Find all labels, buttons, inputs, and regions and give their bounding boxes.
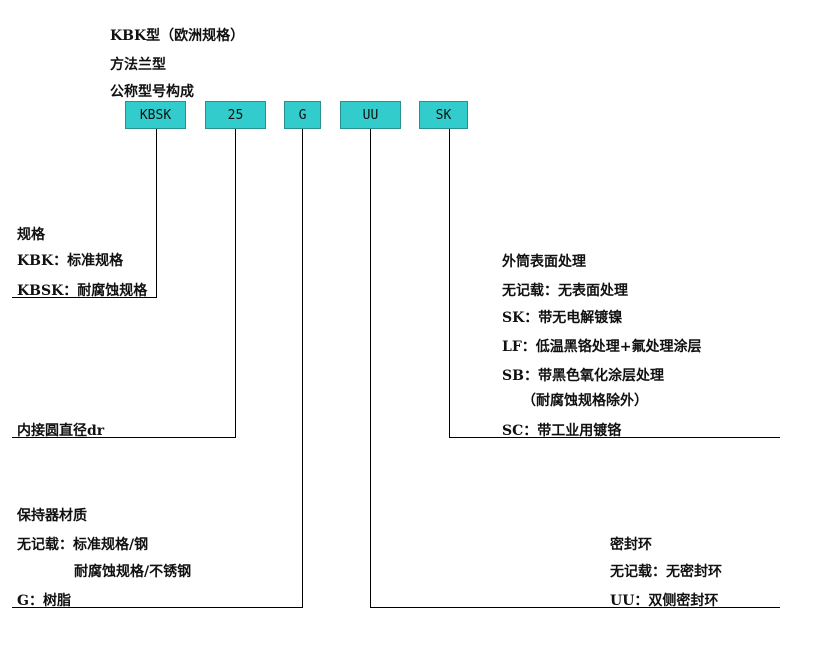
flange-type-label: 方法兰型 [110, 57, 166, 73]
surface-none: 无记载：无表面处理 [502, 283, 628, 299]
surface-sc: SC：带工业用镀铬 [502, 423, 622, 439]
code-box-kbsk: KBSK [125, 101, 186, 129]
code-box-25: 25 [205, 101, 266, 129]
code-box-sk: SK [419, 101, 468, 129]
code-box-g: G [284, 101, 321, 129]
spec-title: 规格 [17, 227, 45, 243]
seal-title: 密封环 [610, 537, 652, 553]
leader-line-diameter [12, 129, 236, 438]
spec-kbk: KBK：标准规格 [17, 253, 124, 269]
leader-line-seal [370, 129, 780, 608]
surface-sk: SK：带无电解镀镍 [502, 310, 623, 326]
leader-line-surface [449, 129, 780, 438]
code-box-uu: UU [340, 101, 401, 129]
seal-none: 无记载：无密封环 [610, 564, 722, 580]
retainer-title: 保持器材质 [17, 508, 87, 524]
diameter-label: 内接圆直径dr [17, 423, 105, 439]
model-composition-label: 公称型号构成 [110, 84, 194, 100]
leader-line-retainer [12, 129, 303, 608]
surface-sb-note: （耐腐蚀规格除外） [522, 393, 648, 409]
surface-lf: LF：低温黑铬处理+氟处理涂层 [502, 339, 702, 355]
retainer-none: 无记载：标准规格/钢 [17, 537, 149, 553]
spec-kbsk: KBSK：耐腐蚀规格 [17, 283, 148, 299]
diagram-title: KBK型（欧洲规格） [110, 28, 245, 44]
surface-sb: SB：带黑色氧化涂层处理 [502, 368, 664, 384]
leader-line-spec [12, 129, 157, 298]
retainer-g: G：树脂 [17, 593, 71, 609]
seal-uu: UU：双侧密封环 [610, 593, 719, 609]
retainer-none-cont: 耐腐蚀规格/不锈钢 [74, 564, 192, 580]
surface-title: 外筒表面处理 [502, 254, 586, 270]
